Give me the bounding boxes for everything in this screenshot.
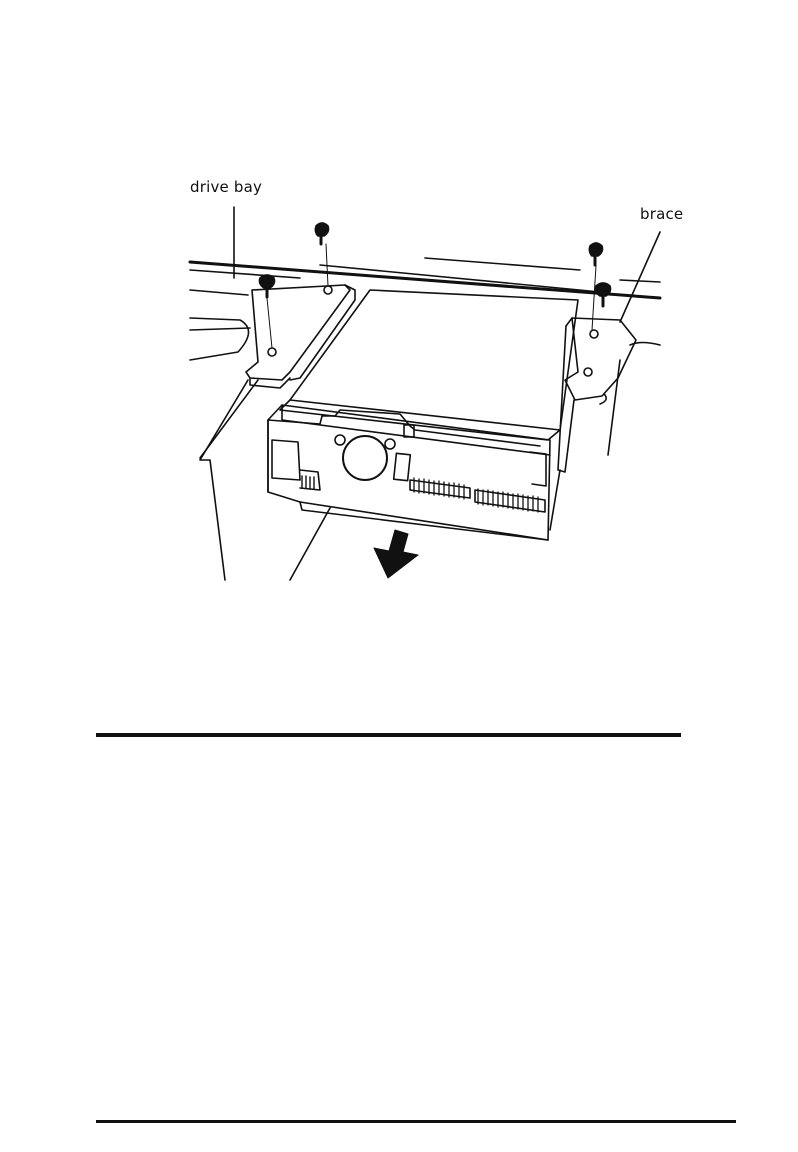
screws (260, 223, 611, 348)
section-divider-rule (96, 733, 681, 737)
chassis-frame (190, 258, 660, 580)
removal-direction-arrow-icon (374, 530, 418, 578)
page-footer-rule (96, 1120, 736, 1123)
brace-leader-line (620, 232, 660, 322)
right-brace (550, 318, 636, 530)
drive-front-panel (268, 405, 550, 540)
screw-icon (260, 275, 275, 348)
drive-body (280, 290, 578, 440)
screw-icon (596, 283, 611, 306)
screw-icon (315, 223, 328, 286)
left-mounting-rail (246, 285, 355, 388)
